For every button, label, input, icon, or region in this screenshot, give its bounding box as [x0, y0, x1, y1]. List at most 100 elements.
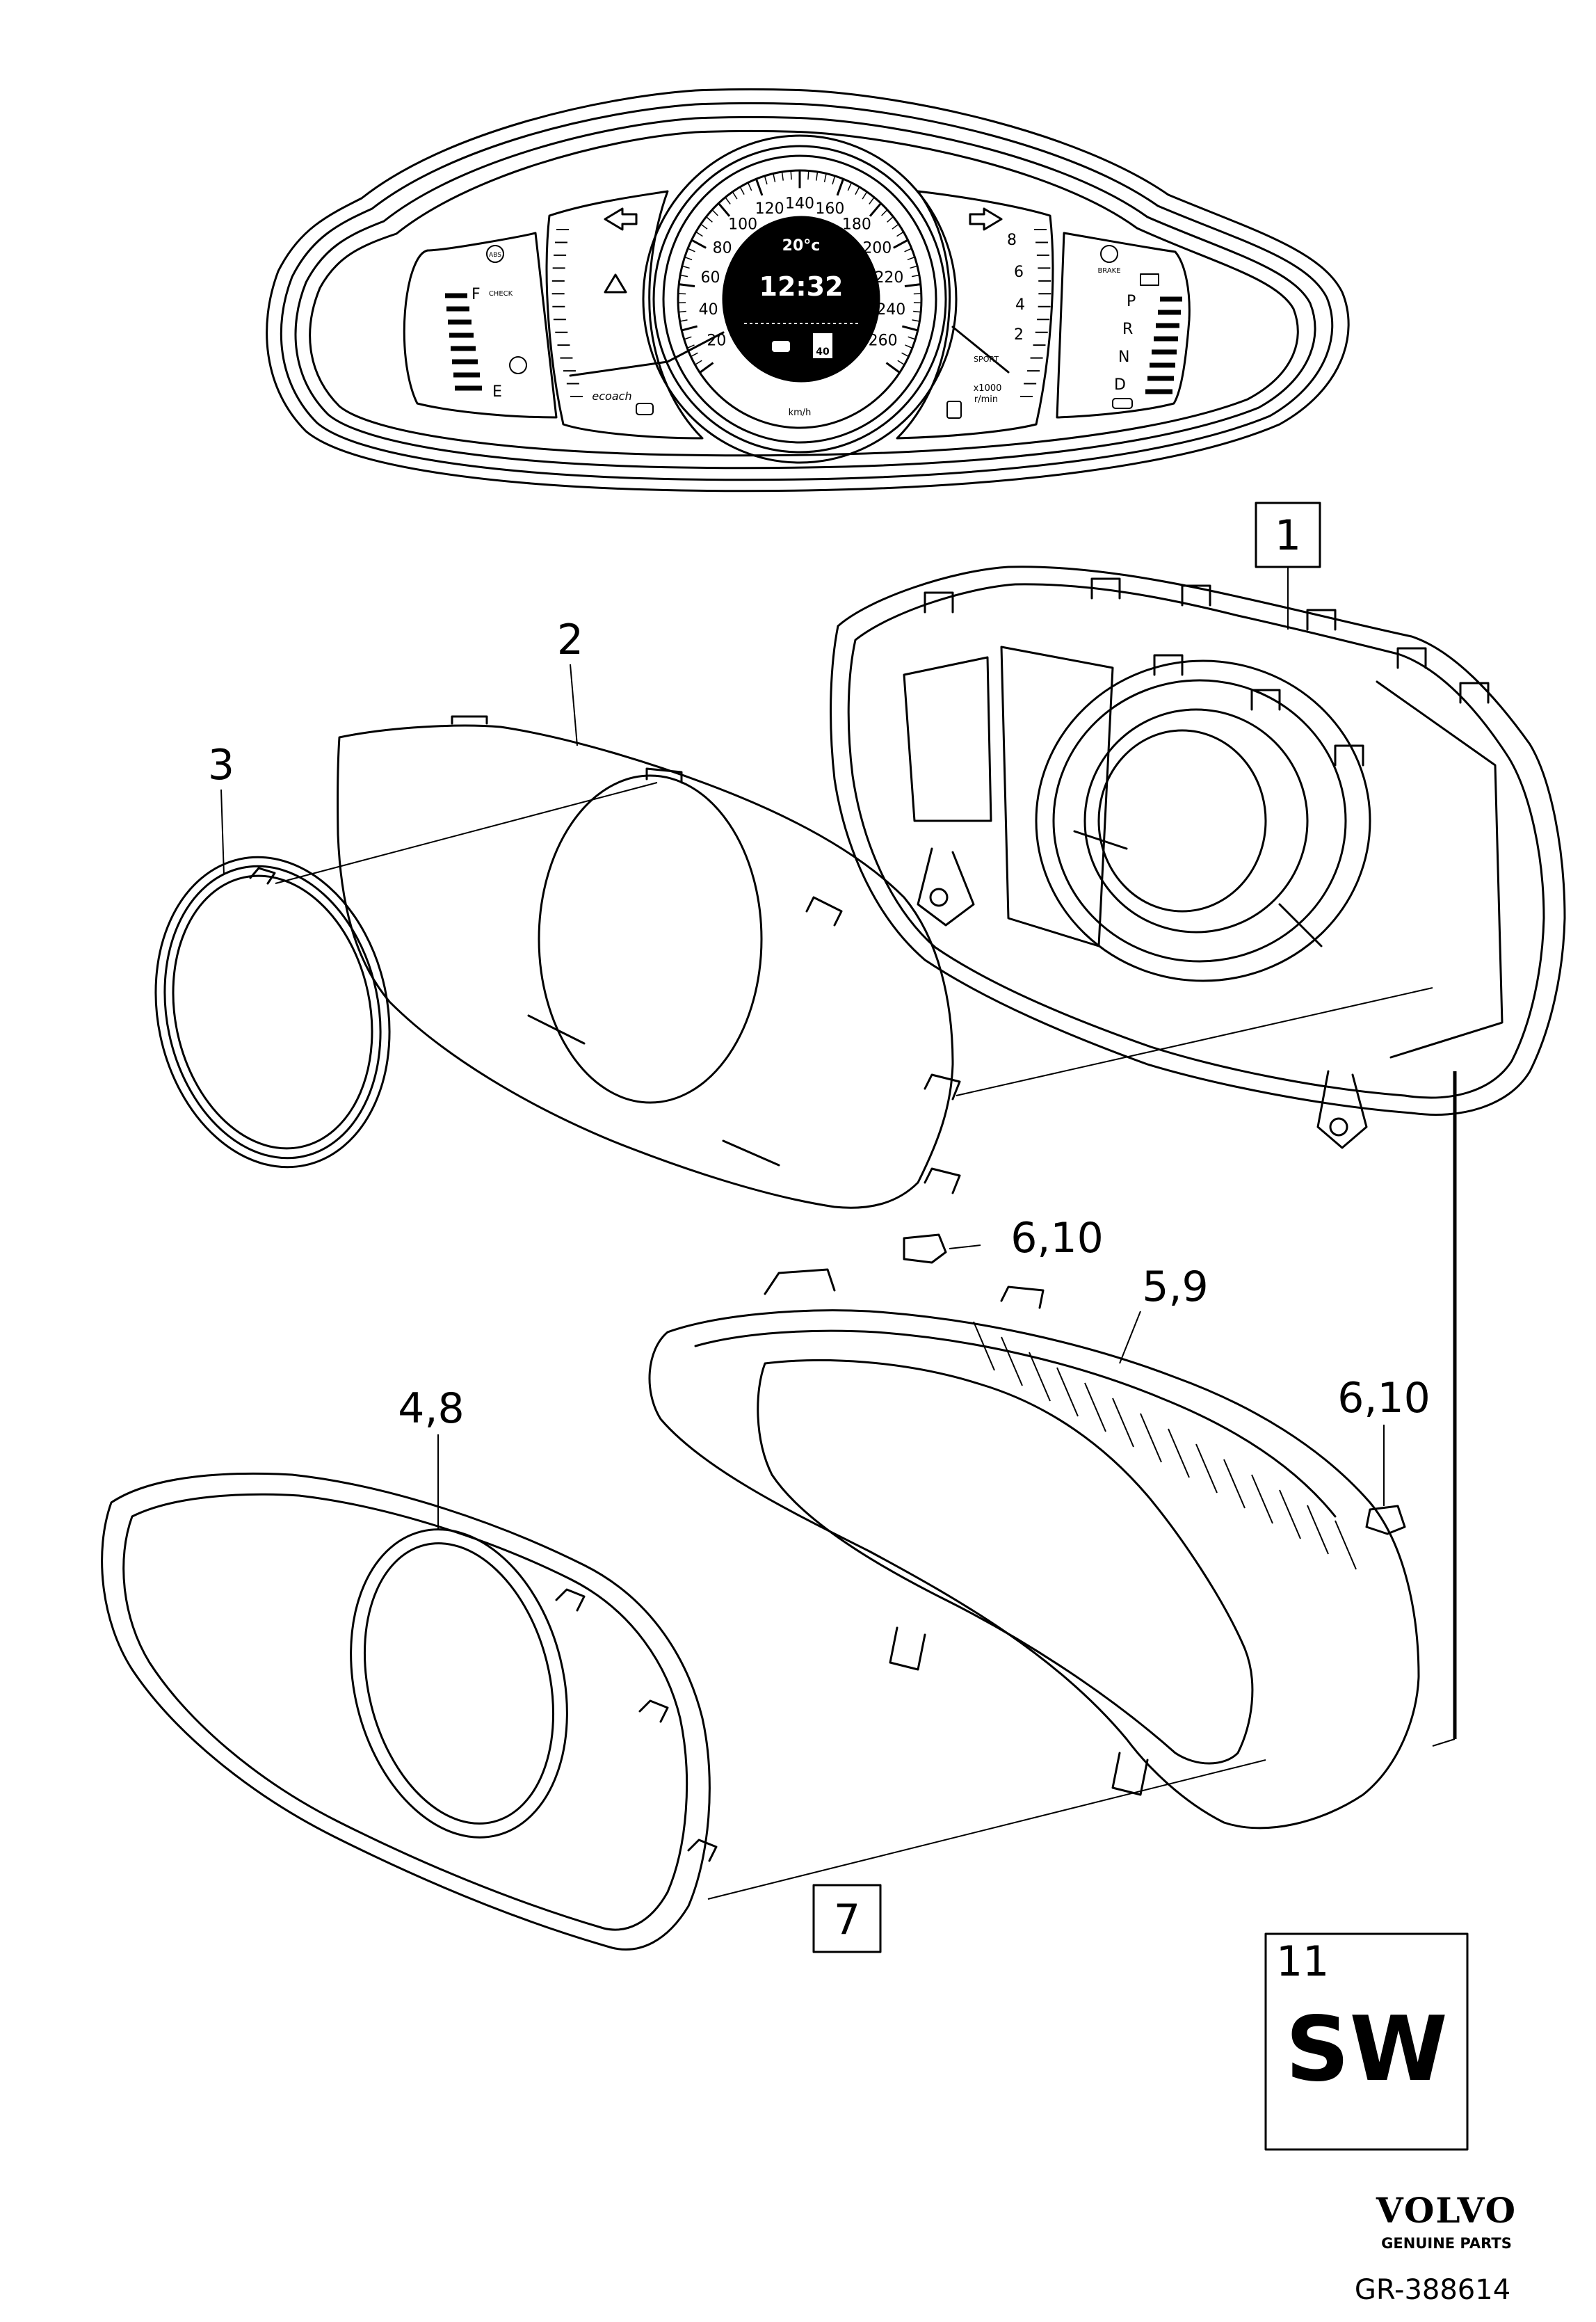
genuine-parts-label: GENUINE PARTS [1381, 2235, 1512, 2252]
part-1-cluster-housing [830, 566, 1566, 1739]
speedometer-tick [686, 344, 695, 349]
fuel-gauge [445, 293, 482, 391]
brake-label: BRAKE [1097, 267, 1120, 275]
turn-right-icon [969, 207, 1003, 231]
speedometer-tick [836, 178, 845, 196]
callout-3: 3 [208, 741, 234, 790]
brake-icon [1100, 245, 1118, 263]
sw-code: SW [1285, 1998, 1447, 2101]
turn-left-icon [604, 207, 638, 231]
callout-1: 1 [1275, 511, 1301, 560]
speedometer-tick [911, 274, 921, 278]
rear-rib [1335, 1520, 1357, 1570]
volvo-logo: VOLVO GENUINE PARTS [1376, 2190, 1515, 2252]
speedometer-number: 260 [869, 333, 898, 350]
clip-6-10-top [903, 1233, 947, 1264]
speedometer-tick [705, 216, 713, 223]
abs-label: ABS [489, 252, 501, 259]
gear-letter: N [1118, 349, 1129, 366]
speed-unit: km/h [789, 408, 812, 418]
housing-clip [1153, 654, 1184, 676]
callout-2: 2 [557, 616, 583, 664]
speedometer-tick [912, 319, 921, 322]
gear-letter: R [1122, 321, 1133, 338]
speedometer-tick [896, 231, 905, 237]
speedometer-tick [678, 283, 695, 287]
gear-indicator [1145, 296, 1182, 394]
car-icon [772, 341, 790, 352]
rear-rib [1029, 1352, 1051, 1402]
speedometer-tick [847, 182, 853, 191]
speedometer-tick [773, 173, 776, 183]
speedometer-tick [679, 319, 688, 322]
housing-clip [1090, 577, 1121, 600]
sport-label: SPORT [974, 355, 999, 364]
part-4-8-bezel [101, 1472, 718, 1951]
headlight-icon [636, 403, 654, 415]
speedometer-tick [732, 191, 738, 200]
digital-display [722, 216, 880, 383]
speedometer-number: 120 [755, 200, 784, 218]
rear-rib [1223, 1459, 1246, 1509]
speedometer-tick [893, 239, 909, 249]
temperature-readout: 20°c [782, 237, 821, 255]
speedometer-tick [887, 216, 894, 223]
hazard-warning-icon [604, 273, 627, 294]
gear-letter: D [1114, 376, 1126, 394]
housing-clip [924, 591, 954, 614]
check-engine-label: CHECK [489, 290, 513, 298]
rear-rib [1056, 1367, 1079, 1417]
rear-rib [1168, 1428, 1190, 1478]
speedometer-tick [781, 172, 784, 181]
abs-icon [486, 245, 504, 263]
housing-clip [1306, 609, 1337, 631]
fuel-full-label: F [471, 286, 481, 303]
tyre-pressure-icon [509, 356, 527, 374]
speedometer-tick [679, 274, 688, 278]
sw-number: 11 [1276, 1937, 1329, 1986]
speedometer-tick [725, 196, 731, 205]
callout-4-8: 4,8 [398, 1384, 464, 1433]
speedometer-tick [687, 248, 695, 253]
speedometer-tick [694, 360, 702, 366]
fuel-empty-label: E [492, 383, 502, 401]
callout-6-10-right: 6,10 [1337, 1374, 1430, 1423]
rear-rib [1001, 1336, 1023, 1386]
rpm-unit: x1000 [974, 383, 1002, 394]
speedometer-tick [881, 209, 888, 216]
rear-rib [973, 1321, 995, 1371]
speedometer-tick [816, 172, 819, 181]
speedometer-tick [904, 248, 912, 253]
rear-rib [1279, 1489, 1301, 1539]
housing-clips [924, 577, 1490, 767]
speedometer-tick [855, 186, 860, 195]
speedometer-tick [832, 175, 836, 185]
tachometer-number: 4 [1015, 296, 1025, 314]
callout-5-9: 5,9 [1142, 1263, 1208, 1311]
speed-limit-value: 40 [816, 346, 830, 358]
tachometer-number: 2 [1014, 326, 1024, 344]
speedometer-tick [684, 256, 693, 261]
oil-icon [1112, 398, 1133, 409]
housing-clip [1396, 647, 1427, 669]
speedometer-number: 220 [874, 269, 903, 287]
speedometer-tick [885, 362, 901, 374]
speedometer-tick [755, 178, 764, 196]
speedometer-tick [691, 239, 707, 249]
speedometer-tick [690, 352, 698, 358]
battery-icon [1140, 273, 1159, 286]
rear-rib [1084, 1382, 1106, 1432]
speedometer-tick [695, 231, 703, 237]
speedometer-tick [897, 360, 905, 366]
callout-7: 7 [834, 1896, 860, 1944]
speedometer-tick [910, 265, 919, 269]
speedometer-tick [711, 209, 718, 216]
rpm-unit-2: r/min [974, 394, 998, 405]
part-5-9-rear-housing [648, 1233, 1456, 1900]
speedometer-tick [807, 170, 809, 180]
